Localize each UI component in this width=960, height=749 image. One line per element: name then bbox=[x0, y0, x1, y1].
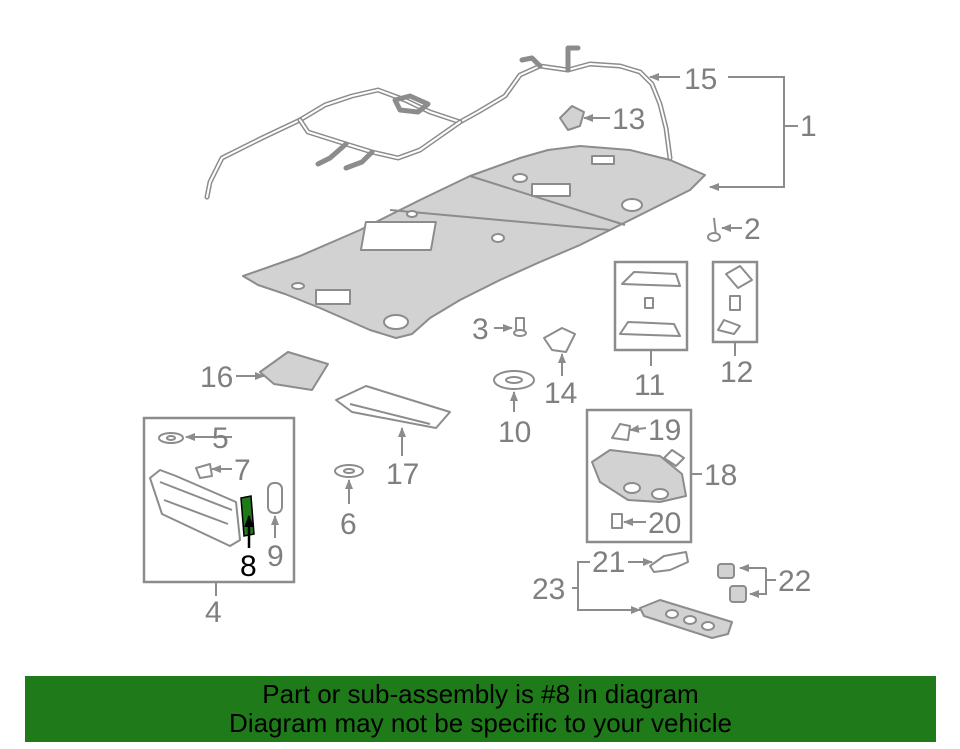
label-13: 13 bbox=[612, 103, 645, 136]
screw-3 bbox=[513, 317, 527, 337]
screw-2 bbox=[707, 217, 721, 242]
label-18: 18 bbox=[704, 459, 737, 492]
banner-line-1: Part or sub-assembly is #8 in diagram bbox=[262, 679, 699, 709]
banner-line-2: Diagram may not be specific to your vehi… bbox=[229, 708, 732, 738]
knobs-22 bbox=[717, 563, 747, 603]
label-6: 6 bbox=[340, 508, 357, 541]
label-10: 10 bbox=[498, 416, 531, 449]
label-16: 16 bbox=[200, 361, 233, 394]
label-12: 12 bbox=[720, 356, 753, 389]
label-22: 22 bbox=[778, 565, 811, 598]
label-9: 9 bbox=[267, 540, 284, 573]
lamp-16 bbox=[259, 351, 329, 391]
label-3: 3 bbox=[472, 313, 489, 346]
label-11: 11 bbox=[634, 369, 665, 402]
highlighted-part-8 bbox=[240, 495, 255, 537]
label-2: 2 bbox=[744, 213, 761, 246]
label-8: 8 bbox=[240, 550, 257, 583]
headliner bbox=[242, 145, 706, 339]
parts-diagram: 1 2 3 4 5 6 7 8 9 10 11 12 13 14 15 16 1… bbox=[142, 45, 817, 639]
wiring-harness bbox=[204, 45, 673, 200]
bracket-14 bbox=[543, 327, 576, 353]
label-19: 19 bbox=[648, 414, 681, 447]
lamp-assembly-11 bbox=[613, 260, 689, 352]
bracket-21 bbox=[649, 551, 689, 573]
washer-6 bbox=[334, 464, 364, 478]
info-banner: Part or sub-assembly is #8 in diagram Di… bbox=[25, 676, 936, 742]
label-17: 17 bbox=[386, 458, 419, 491]
overhead-console-18 bbox=[585, 408, 693, 544]
label-15: 15 bbox=[684, 63, 717, 96]
console-17 bbox=[335, 385, 451, 429]
part-labels: 1 2 3 4 5 6 7 8 9 10 11 12 13 14 15 16 1… bbox=[200, 63, 817, 629]
label-14: 14 bbox=[544, 377, 577, 410]
console-base-23 bbox=[639, 599, 733, 639]
clip-13 bbox=[559, 105, 585, 131]
label-4: 4 bbox=[205, 596, 222, 629]
sunvisor-group-4 bbox=[142, 416, 296, 584]
callouts bbox=[185, 73, 798, 614]
label-20: 20 bbox=[648, 507, 681, 540]
label-23: 23 bbox=[532, 573, 565, 606]
label-21: 21 bbox=[592, 546, 625, 579]
washer-10 bbox=[493, 370, 535, 390]
label-1: 1 bbox=[800, 110, 817, 143]
lamp-assembly-12 bbox=[711, 260, 759, 344]
label-5: 5 bbox=[212, 422, 229, 455]
label-7: 7 bbox=[234, 454, 251, 487]
